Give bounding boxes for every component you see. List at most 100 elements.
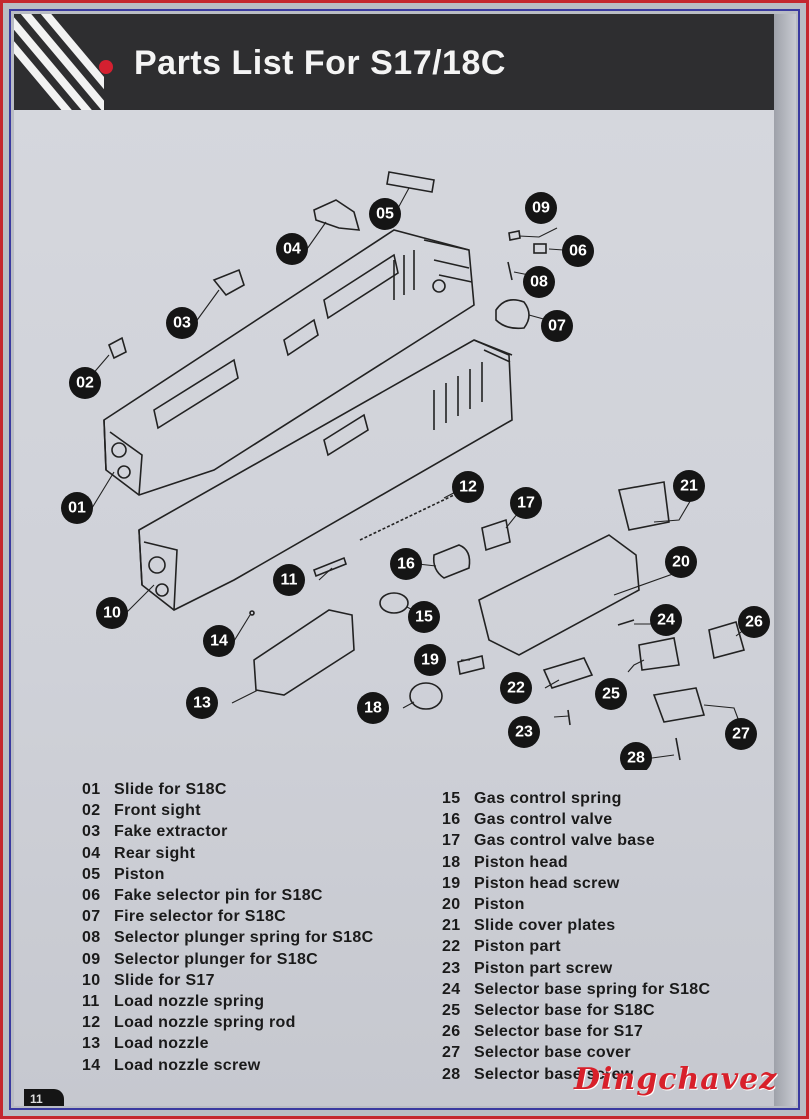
- part-11-shape: [313, 556, 347, 578]
- callout-08: 08: [523, 266, 555, 298]
- callout-10: 10: [96, 597, 128, 629]
- small-parts-drawing: [108, 171, 745, 761]
- svg-text:20: 20: [672, 554, 690, 571]
- part-07-shape: [495, 299, 530, 330]
- inner-frame: [9, 9, 800, 1110]
- svg-text:16: 16: [397, 556, 415, 573]
- part-14-shape: [249, 610, 255, 616]
- svg-text:01: 01: [68, 500, 86, 517]
- page-header: Parts List For S17/18C: [14, 14, 774, 110]
- callout-22: 22: [500, 672, 532, 704]
- callout-25: 25: [595, 678, 627, 710]
- part-24-shape: [617, 619, 635, 626]
- callout-13: 13: [186, 687, 218, 719]
- header-bullet-icon: [99, 60, 113, 74]
- svg-text:10: 10: [103, 605, 121, 622]
- manual-page: Parts List For S17/18C: [14, 14, 774, 1106]
- part-20-shape: [478, 534, 640, 656]
- svg-text:15: 15: [415, 609, 433, 626]
- callout-11: 11: [273, 564, 305, 596]
- callout-20: 20: [665, 546, 697, 578]
- part-08-shape: [507, 261, 513, 281]
- watermark-text: Dingchavez: [574, 1062, 778, 1097]
- page-number: 11: [24, 1089, 64, 1106]
- slide-s17-drawing: [138, 339, 513, 611]
- callout-14: 14: [203, 625, 235, 657]
- svg-text:23: 23: [515, 724, 533, 741]
- callout-17: 17: [510, 487, 542, 519]
- part-17-shape: [481, 518, 511, 552]
- svg-text:19: 19: [421, 652, 439, 669]
- svg-text:18: 18: [364, 700, 382, 717]
- callout-02: 02: [69, 367, 101, 399]
- svg-text:14: 14: [210, 633, 228, 650]
- part-26-shape: [708, 621, 745, 659]
- callout-21: 21: [673, 470, 705, 502]
- page-title: Parts List For S17/18C: [134, 44, 506, 82]
- svg-text:04: 04: [283, 241, 301, 258]
- callout-23: 23: [508, 716, 540, 748]
- svg-text:17: 17: [517, 495, 535, 512]
- callout-04: 04: [276, 233, 308, 265]
- part-28-shape: [675, 737, 681, 761]
- callout-07: 07: [541, 310, 573, 342]
- svg-text:21: 21: [680, 478, 698, 495]
- svg-text:22: 22: [507, 680, 525, 697]
- svg-text:28: 28: [627, 750, 645, 767]
- svg-text:25: 25: [602, 686, 620, 703]
- svg-text:26: 26: [745, 614, 763, 631]
- part-09-shape: [508, 230, 521, 241]
- callout-05: 05: [369, 198, 401, 230]
- part-12-shape: [359, 494, 455, 541]
- part-16-shape: [432, 544, 471, 579]
- callout-27: 27: [725, 718, 757, 750]
- part-15-shape: [379, 592, 409, 614]
- callout-18: 18: [357, 692, 389, 724]
- part-25-shape: [638, 637, 680, 671]
- svg-text:07: 07: [548, 318, 566, 335]
- svg-text:03: 03: [173, 315, 191, 332]
- svg-text:05: 05: [376, 206, 394, 223]
- part-18-shape: [409, 682, 443, 710]
- svg-text:24: 24: [657, 612, 675, 629]
- header-stripes: [14, 14, 104, 110]
- page-edge: [774, 14, 796, 1106]
- part-19-shape: [457, 655, 485, 675]
- part-21-shape: [618, 481, 670, 531]
- callout-01: 01: [61, 492, 93, 524]
- callout-16: 16: [390, 548, 422, 580]
- callout-09: 09: [525, 192, 557, 224]
- part-05-shape: [386, 171, 435, 193]
- callout-26: 26: [738, 606, 770, 638]
- part-02-shape: [108, 336, 127, 360]
- svg-text:08: 08: [530, 274, 548, 291]
- part-04-shape: [313, 199, 361, 231]
- callout-12: 12: [452, 471, 484, 503]
- part-03-shape: [212, 268, 245, 297]
- part-06-shape: [533, 243, 547, 254]
